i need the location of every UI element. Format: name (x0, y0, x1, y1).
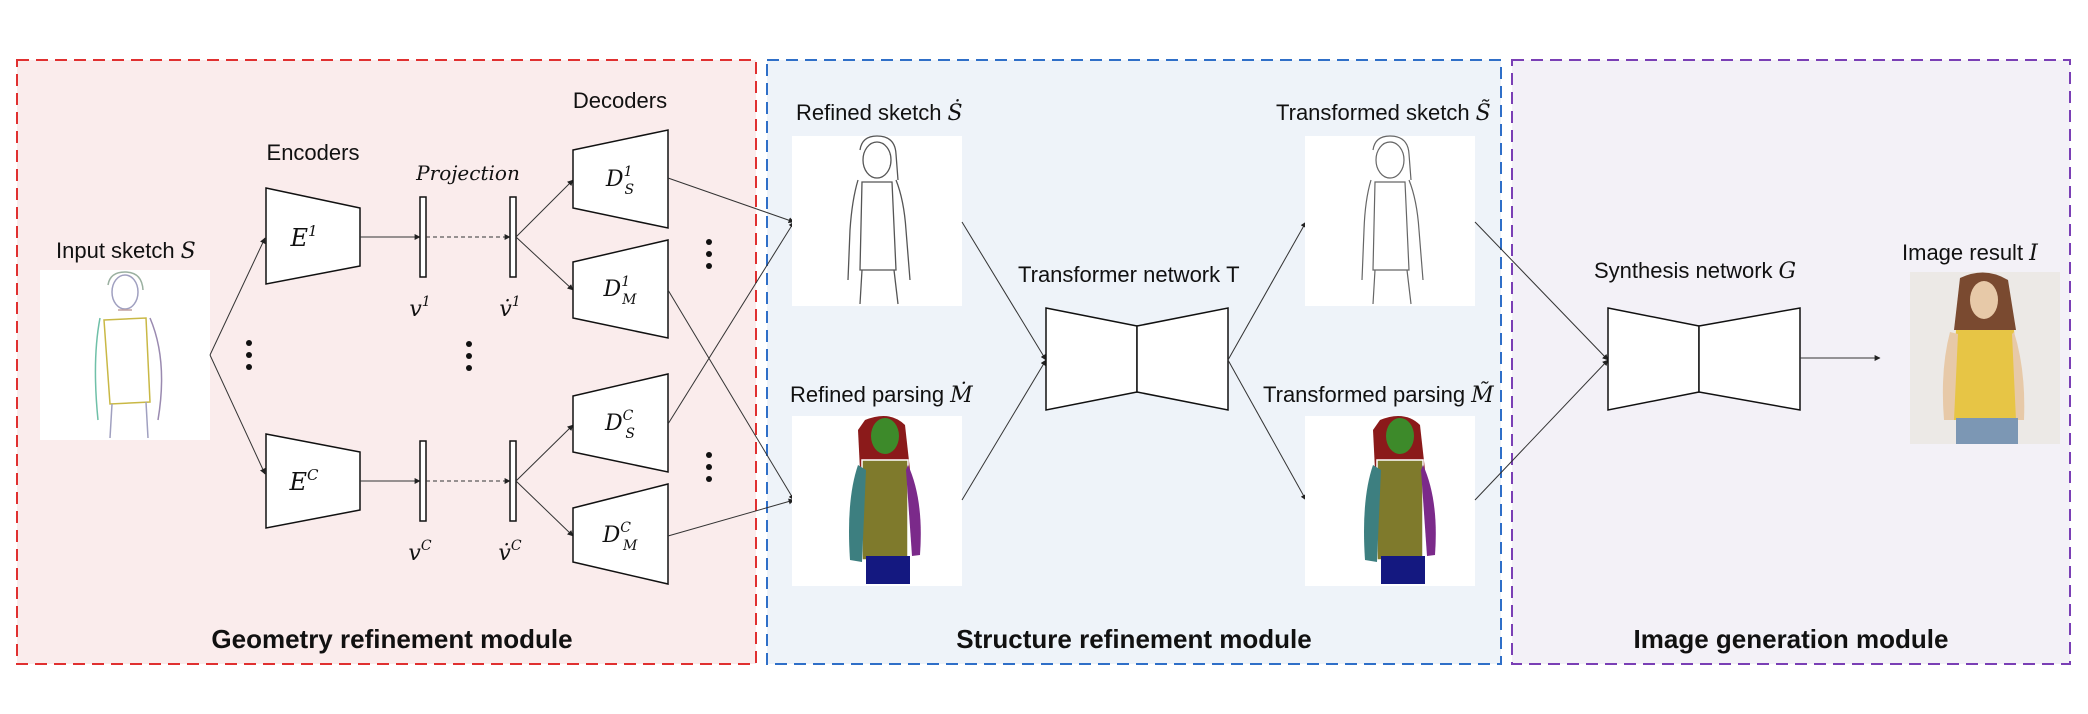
svg-text:E1: E1 (289, 222, 317, 252)
geometry-module-title: Geometry refinement module (211, 624, 572, 654)
transformer-to-transformed-sketch-arrow (1227, 221, 1307, 361)
transformer-to-transformed-parsing-arrow (1227, 359, 1307, 501)
synthesis-network (1607, 307, 1801, 411)
refined-parsing-to-transformer-arrow (961, 359, 1047, 501)
decoders-ellipsis-bottom (706, 452, 712, 482)
svg-text:DCS: DCS (604, 408, 635, 442)
decoders-label: Decoders (573, 88, 667, 113)
dm1-to-refined-parsing-arrow (667, 289, 795, 501)
transformer-network (1045, 307, 1229, 411)
vc-label: vC (408, 538, 431, 566)
vector-v1-dot (509, 196, 517, 278)
vc-to-dsc-arrow (515, 424, 574, 482)
svg-text:EC: EC (288, 466, 319, 496)
refined-sketch-to-transformer-arrow (961, 221, 1047, 361)
vc-dot-label: v̇C (498, 538, 521, 566)
encoders-label: Encoders (267, 140, 360, 165)
transformed-sketch-to-synthesis-arrow (1474, 221, 1609, 361)
projection-label: Projection (415, 161, 520, 185)
svg-text:DCM: DCM (602, 520, 638, 554)
v1-label: v1 (409, 294, 430, 322)
svg-text:D1S: D1S (605, 164, 634, 198)
structure-module-title: Structure refinement module (956, 624, 1311, 654)
vector-vc (419, 440, 427, 522)
v1-to-ds1-arrow (515, 179, 574, 238)
transformed-parsing-to-synthesis-arrow (1474, 359, 1609, 501)
image-result-photo (1910, 272, 2060, 444)
decoders-ellipsis-top (706, 239, 712, 269)
vc-to-dmc-arrow (515, 480, 574, 537)
vector-v1 (419, 196, 427, 278)
v1-dot-label: v̇1 (499, 294, 520, 322)
encoder-ec: EC (265, 433, 361, 529)
transformed-sketch-image (1305, 135, 1475, 306)
svg-text:D1M: D1M (603, 274, 638, 308)
image-module-title: Image generation module (1634, 624, 1949, 654)
refined-parsing-image (792, 416, 962, 586)
ds1-to-refined-sketch-arrow (667, 177, 795, 224)
input-to-e1-arrow (209, 237, 266, 356)
v1-to-dm1-arrow (515, 236, 574, 291)
input-ellipsis (246, 340, 252, 370)
refined-sketch-image (792, 135, 962, 306)
dsc-to-refined-sketch-arrow (667, 221, 795, 425)
transformed-parsing-image (1305, 416, 1475, 586)
vector-vc-dot (509, 440, 517, 522)
input-to-ec-arrow (209, 354, 266, 475)
projection-ellipsis (466, 341, 472, 371)
encoder-e1: E1 (265, 187, 361, 285)
dmc-to-refined-parsing-arrow (667, 498, 795, 537)
input-sketch-image (40, 270, 210, 440)
